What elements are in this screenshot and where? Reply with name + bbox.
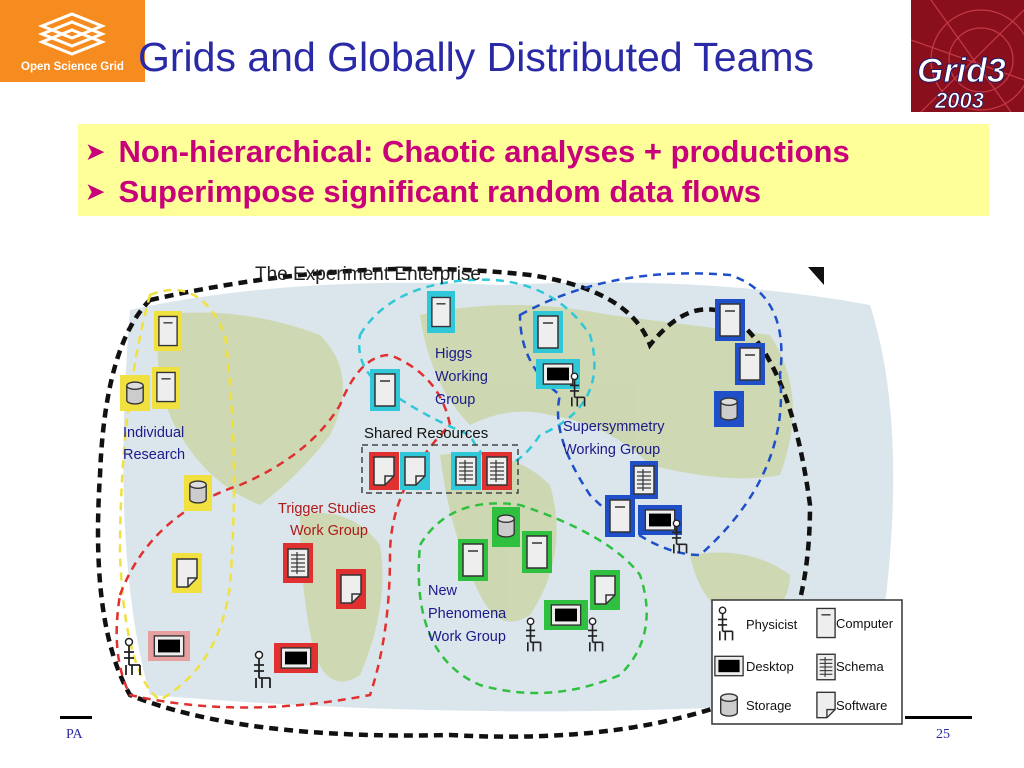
world-map-background bbox=[123, 282, 894, 712]
legend-schema-label: Schema bbox=[836, 659, 884, 674]
legend-computer-label: Computer bbox=[836, 616, 894, 631]
computer-icon bbox=[462, 543, 484, 577]
footer-rule-right bbox=[905, 716, 972, 719]
computer-icon bbox=[156, 371, 176, 403]
new-phenomena-group-icons bbox=[458, 507, 620, 653]
enterprise-label: The Experiment Enterprise bbox=[255, 264, 481, 285]
computer-icon bbox=[816, 607, 836, 639]
computer-icon bbox=[374, 373, 396, 407]
computer-icon bbox=[526, 535, 548, 569]
desktop-icon bbox=[542, 363, 574, 385]
desktop-icon bbox=[280, 647, 312, 669]
supersymmetry-working-group-boundary bbox=[518, 272, 783, 557]
computer-icon bbox=[719, 303, 741, 337]
bullet-item: ➤ Superimpose significant random data flo… bbox=[86, 174, 761, 210]
new-phenomena-work-group-boundary bbox=[417, 502, 648, 695]
legend: Physicist Computer Desktop Schema Storag… bbox=[711, 599, 903, 725]
susy-label-line1: Supersymmetry bbox=[563, 419, 665, 435]
storage-icon bbox=[497, 514, 515, 538]
footer-rule-left bbox=[60, 716, 92, 719]
higgs-group-icons bbox=[370, 291, 586, 411]
shared-resources-icons bbox=[369, 452, 512, 490]
trigger-studies-label-line2: Work Group bbox=[290, 523, 368, 539]
shared-resources-label: Shared Resources bbox=[364, 425, 488, 442]
schema-icon bbox=[633, 465, 655, 495]
desktop-icon bbox=[153, 635, 185, 657]
bullet-text: Non-hierarchical: Chaotic analyses + pro… bbox=[118, 134, 850, 169]
new-phenomena-label-line1: New bbox=[428, 583, 458, 599]
higgs-working-group-boundary bbox=[357, 278, 596, 467]
osg-logo-text: Open Science Grid bbox=[21, 61, 124, 73]
storage-icon bbox=[189, 480, 207, 504]
supersymmetry-group-icons bbox=[605, 299, 765, 555]
storage-icon bbox=[720, 397, 738, 421]
legend-physicist-label: Physicist bbox=[746, 617, 798, 632]
desktop-icon bbox=[550, 604, 582, 626]
enterprise-diagram: The Experiment Enterprise Shared Resourc… bbox=[95, 264, 903, 739]
schema-icon bbox=[816, 653, 836, 681]
grid3-logo-year: 2003 bbox=[934, 88, 984, 112]
schema-icon bbox=[455, 456, 477, 486]
new-phenomena-label-line2: Phenomena bbox=[428, 606, 507, 622]
bullet-item: ➤ Non-hierarchical: Chaotic analyses + pr… bbox=[86, 134, 850, 170]
computer-icon bbox=[609, 499, 631, 533]
trigger-group-icons bbox=[254, 543, 366, 689]
computer-icon bbox=[537, 315, 559, 349]
trigger-studies-work-group-boundary bbox=[115, 353, 452, 709]
footer-text: PA bbox=[66, 727, 83, 742]
individual-research-icons bbox=[120, 311, 212, 676]
computer-icon bbox=[431, 296, 451, 328]
individual-research-label-line1: Individual bbox=[123, 425, 184, 441]
schema-icon bbox=[287, 548, 309, 578]
storage-icon bbox=[126, 381, 144, 405]
new-phenomena-label-line3: Work Group bbox=[428, 629, 506, 645]
legend-storage-label: Storage bbox=[746, 698, 792, 713]
higgs-label-line1: Higgs bbox=[435, 346, 472, 362]
open-science-grid-logo: Open Science Grid bbox=[0, 0, 145, 82]
legend-desktop-label: Desktop bbox=[746, 659, 794, 674]
higgs-label-line2: Working bbox=[435, 369, 488, 385]
page-number: 25 bbox=[936, 727, 950, 742]
bullet-text: Superimpose significant random data flow… bbox=[118, 174, 761, 209]
grid3-logo-word: Grid3 bbox=[917, 52, 1006, 90]
arrow-marker-icon bbox=[808, 267, 824, 285]
shared-resources-box bbox=[361, 444, 519, 494]
bullet-arrow-icon: ➤ bbox=[86, 139, 105, 164]
schema-icon bbox=[486, 456, 508, 486]
grid3-logo: Grid3 2003 bbox=[911, 0, 1024, 112]
storage-icon bbox=[719, 693, 739, 717]
bullet-box: ➤ Non-hierarchical: Chaotic analyses + pr… bbox=[78, 124, 989, 216]
computer-icon bbox=[739, 347, 761, 381]
individual-research-label-line2: Research bbox=[123, 447, 185, 463]
computer-icon bbox=[158, 315, 178, 347]
bullet-arrow-icon: ➤ bbox=[86, 179, 105, 204]
desktop-icon bbox=[714, 655, 744, 677]
susy-label-line2: Working Group bbox=[563, 442, 660, 458]
trigger-studies-label-line1: Trigger Studies bbox=[278, 501, 376, 517]
higgs-label-line3: Group bbox=[435, 392, 475, 408]
legend-software-label: Software bbox=[836, 698, 887, 713]
slide-title: Grids and Globally Distributed Teams bbox=[138, 34, 815, 80]
desktop-icon bbox=[644, 509, 676, 531]
osg-layers-icon bbox=[37, 12, 107, 56]
individual-research-boundary bbox=[118, 288, 236, 702]
